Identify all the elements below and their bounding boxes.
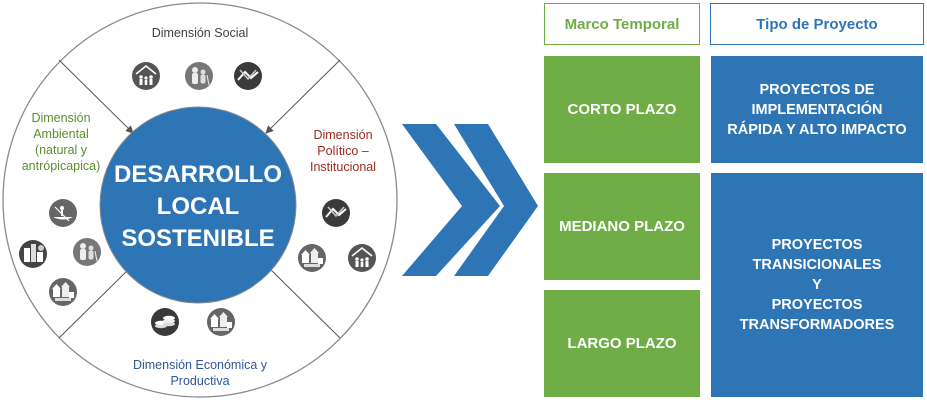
header-marco-temporal-text: Marco Temporal [564,15,680,33]
proyectos-rapidos-line: PROYECTOS DE [759,81,875,98]
arrow-social-ambiental [58,59,134,134]
proyectos-transicionales-line: TRANSICIONALES [752,257,882,273]
dimension-economica-line: Productiva [170,374,230,388]
arrow-social-politico [265,59,341,134]
center-title-line: DESARROLLO [114,161,282,188]
dimension-ambiental-line: antrópicapica) [21,159,101,173]
dimension-ambiental-label: Dimensión Ambiental (natural y antrópica… [6,110,116,174]
box-proyectos-rapidos: PROYECTOS DE IMPLEMENTACIÓN RÁPIDA Y ALT… [711,56,923,163]
dimension-politico-line: Institucional [309,160,376,174]
chevron-right-shape [454,124,538,276]
proyectos-transicionales-line: TRANSFORMADORES [739,317,895,333]
dimension-social-label: Dimensión Social [120,25,280,41]
people-house-icon [347,243,377,273]
handshake-icon [321,198,351,228]
dimension-politico-label: Dimensión Político – Institucional [288,127,398,175]
chevron-left-shape [402,124,500,276]
handshake-icon [233,61,263,91]
center-circle [99,106,297,304]
city-icon [19,240,47,268]
arrow-ambiental-economica [58,264,134,339]
elderly-group-icon [72,237,102,267]
box-mediano-plazo: MEDIANO PLAZO [544,173,700,280]
center-title-line: LOCAL [156,193,240,220]
dimension-economica-label: Dimensión Económica y Productiva [110,357,290,389]
box-largo-plazo: LARGO PLAZO [544,290,700,397]
largo-plazo-text: LARGO PLAZO [567,335,677,352]
double-chevron-arrow [402,124,538,276]
housing-icon [49,278,77,306]
box-corto-plazo: CORTO PLAZO [544,56,700,163]
housing-icon [298,244,326,272]
coins-icon [151,308,179,336]
header-tipo-proyecto: Tipo de Proyecto [710,3,924,45]
proyectos-transicionales-line: PROYECTOS [771,237,863,253]
people-house-icon [131,61,161,91]
proyectos-rapidos-line: IMPLEMENTACIÓN [751,101,883,118]
housing-icon [207,308,235,336]
dimension-ambiental-line: Ambiental [33,127,89,141]
header-marco-temporal: Marco Temporal [544,3,700,45]
corto-plazo-text: CORTO PLAZO [567,101,677,118]
dimension-politico-line: Dimensión [313,128,373,142]
header-tipo-proyecto-text: Tipo de Proyecto [756,15,878,33]
dimensions-wheel [2,2,398,398]
center-title: DESARROLLO LOCAL SOSTENIBLE [100,117,296,297]
arrow-politico-economica [265,264,341,339]
dimension-economica-line: Dimensión Económica y [132,358,268,372]
proyectos-transicionales-line: Y [812,277,822,293]
dimension-social-text: Dimensión Social [151,26,249,40]
dimension-ambiental-line: Dimensión [31,111,91,125]
dimension-ambiental-line: (natural y [34,143,88,157]
center-title-line: SOSTENIBLE [121,225,275,252]
dimension-politico-line: Político – [317,144,369,158]
proyectos-rapidos-line: RÁPIDA Y ALTO IMPACTO [727,121,907,138]
canoe-icon [48,198,78,228]
mediano-plazo-text: MEDIANO PLAZO [559,218,685,235]
proyectos-transicionales-line: PROYECTOS [771,297,863,313]
elderly-group-icon [184,61,214,91]
box-proyectos-transicionales: PROYECTOS TRANSICIONALES Y PROYECTOS TRA… [711,173,923,397]
